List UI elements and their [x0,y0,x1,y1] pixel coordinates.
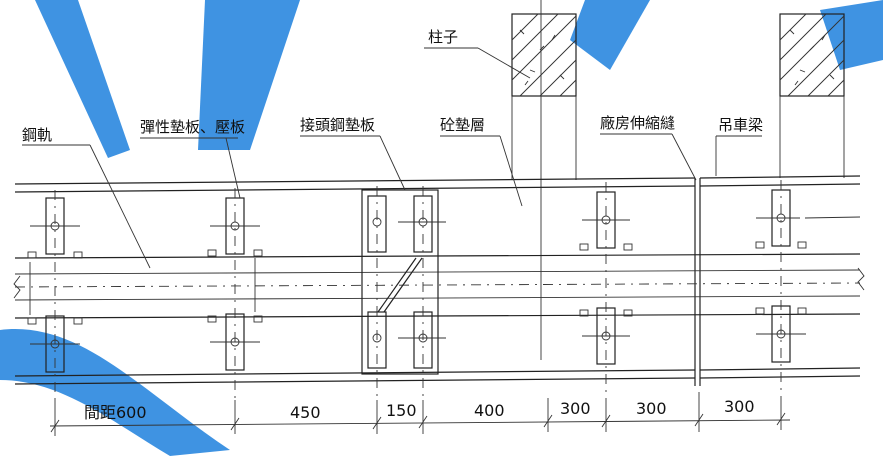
crane-beam [14,175,861,386]
fastener-plate [398,311,446,369]
dim-300-c: 300 [724,397,755,416]
column-left [511,13,577,180]
rail [13,253,865,319]
label-pads: 彈性墊板、壓板 [140,118,245,136]
centerlines [54,180,782,400]
break-mark-left [13,275,21,299]
break-mark-right [857,267,865,291]
fastener-plate [755,189,861,249]
fasteners-top [27,189,861,259]
fastener-plate [398,195,446,253]
leaders [22,47,762,269]
fastener-plate [579,191,633,251]
fastener-plate [207,197,263,257]
column-right [779,13,845,178]
dim-spacing-600: 間距600 [84,403,147,422]
dim-300-a: 300 [560,399,591,418]
dim-150: 150 [386,401,417,420]
dim-400: 400 [474,401,505,420]
rail-joint [361,189,439,375]
label-expansion-joint: 廠房伸縮縫 [600,114,675,132]
joint-steel-plate [361,189,439,375]
label-joint-plate: 接頭鋼墊板 [300,116,375,134]
label-column: 柱子 [428,28,458,46]
dim-300-b: 300 [636,399,667,418]
label-rail: 鋼軌 [22,126,52,144]
label-concrete-layer: 砼墊層 [440,116,485,134]
dim-450: 450 [290,403,321,422]
dimension-line [49,392,791,436]
label-crane-beam: 吊車梁 [718,116,763,134]
